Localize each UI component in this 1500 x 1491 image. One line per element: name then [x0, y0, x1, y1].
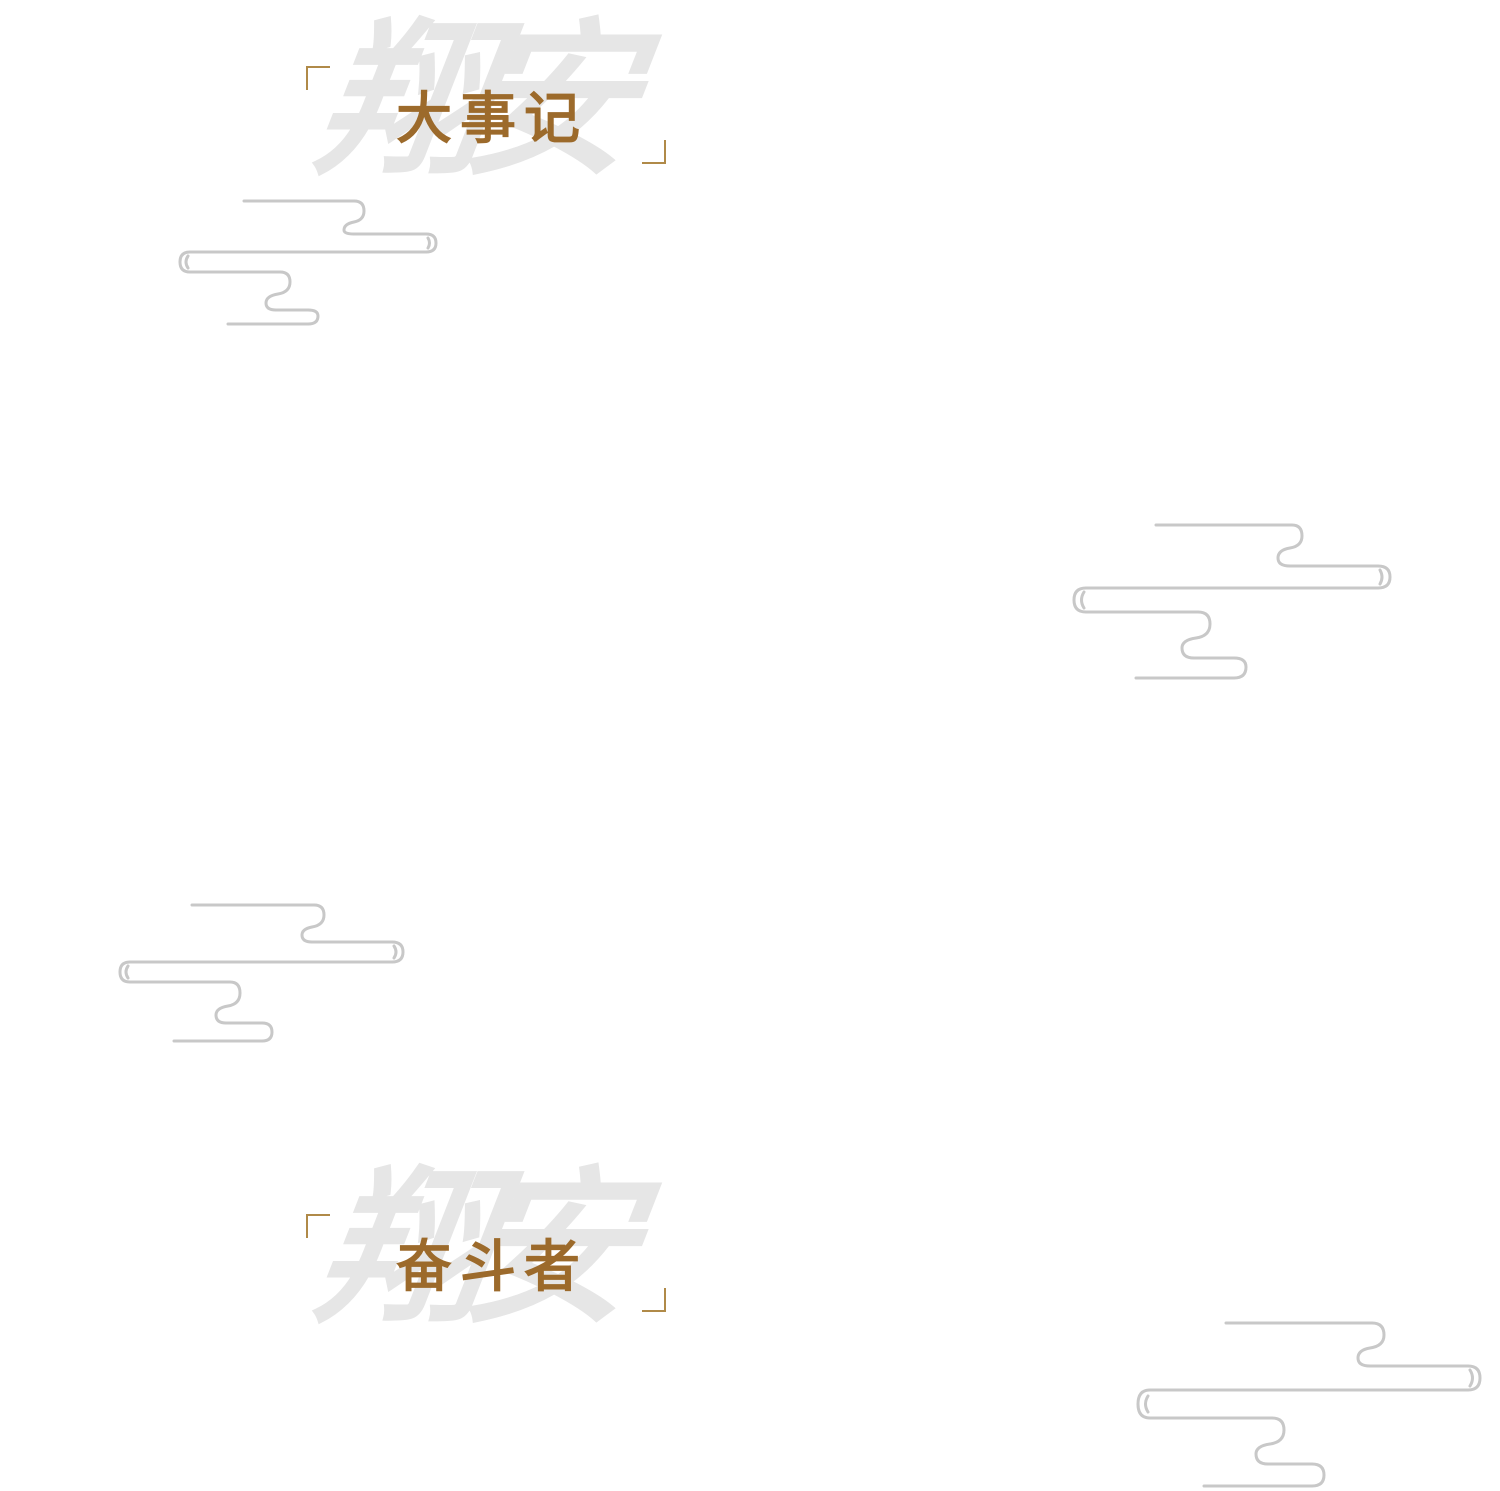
cloud-scroll-icon [1072, 522, 1394, 682]
open-bracket-icon [306, 1214, 330, 1238]
cloud-scroll-icon [178, 198, 440, 328]
cloud-scroll-icon [118, 902, 408, 1046]
cloud-scroll-icon [1136, 1320, 1486, 1491]
section-title: 奋斗者 [396, 1234, 588, 1300]
section-title: 大事记 [396, 86, 588, 152]
section-header-events: 翔安 大事记 [300, 0, 680, 210]
open-bracket-icon [306, 66, 330, 90]
section-header-strivers: 翔安 奋斗者 [300, 1148, 680, 1358]
close-bracket-icon [642, 140, 666, 164]
close-bracket-icon [642, 1288, 666, 1312]
